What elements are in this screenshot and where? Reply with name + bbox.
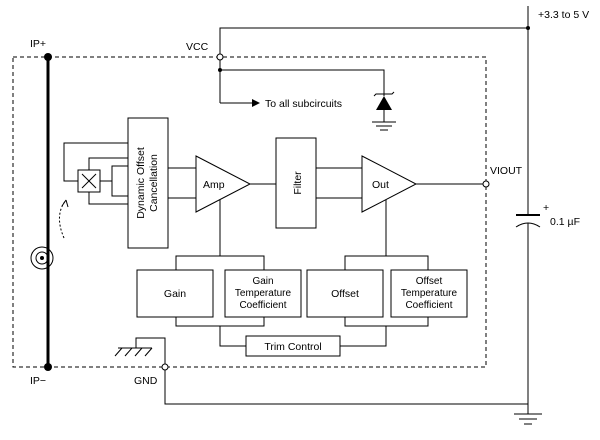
svg-text:Coefficient: Coefficient	[405, 300, 452, 311]
svg-text:Temperature: Temperature	[235, 288, 292, 299]
current-field-icon	[30, 199, 69, 270]
svg-text:Dynamic Offset: Dynamic Offset	[135, 147, 147, 219]
hall-wiring	[63, 142, 128, 205]
ip-minus-label: IP−	[30, 375, 46, 387]
svg-text:Coefficient: Coefficient	[239, 300, 286, 311]
amp-block: Amp	[195, 155, 252, 213]
gnd-label: GND	[134, 375, 158, 387]
svg-text:Trim Control: Trim Control	[264, 341, 321, 353]
filter-block: Filter	[275, 137, 317, 229]
trim-control-block: Trim Control	[245, 335, 341, 357]
ip-plus-label: IP+	[30, 38, 46, 50]
svg-text:Out: Out	[372, 179, 389, 191]
ip-conductor	[44, 53, 52, 371]
offset-block: Offset	[306, 269, 384, 318]
ground-icon	[514, 404, 542, 425]
out-trim-wiring	[340, 200, 429, 347]
vcc-wiring	[216, 6, 530, 215]
chassis-ground-icon	[114, 347, 153, 357]
gain-temperature-coefficient-block: Gain Temperature Coefficient	[224, 269, 302, 318]
svg-text:Gain: Gain	[164, 288, 186, 300]
gain-block: Gain	[136, 269, 214, 318]
gnd-wiring	[135, 337, 528, 405]
capacitor-icon: +	[515, 202, 549, 404]
svg-text:Offset: Offset	[331, 288, 359, 300]
svg-text:Offset: Offset	[416, 276, 443, 287]
package-outline	[12, 56, 487, 368]
to-all-subcircuits-label: To all subcircuits	[265, 98, 342, 110]
out-block: Out	[361, 155, 418, 213]
zener-diode-icon	[372, 91, 396, 131]
svg-text:+: +	[543, 202, 549, 214]
dynamic-offset-cancellation-block: Dynamic Offset Cancellation	[127, 117, 169, 249]
viout-label: VIOUT	[490, 165, 523, 177]
vcc-label: VCC	[186, 41, 209, 53]
svg-text:Cancellation: Cancellation	[148, 154, 160, 212]
svg-text:Temperature: Temperature	[401, 288, 458, 299]
amp-trim-wiring	[175, 200, 265, 347]
hall-element	[77, 169, 101, 193]
offset-temperature-coefficient-block: Offset Temperature Coefficient	[390, 269, 468, 318]
supply-label: +3.3 to 5 V	[538, 9, 589, 21]
svg-text:Amp: Amp	[203, 179, 225, 191]
capacitor-label: 0.1 µF	[550, 216, 580, 228]
svg-text:Gain: Gain	[252, 276, 273, 287]
viout-pin	[482, 180, 490, 188]
svg-text:Filter: Filter	[292, 171, 304, 195]
